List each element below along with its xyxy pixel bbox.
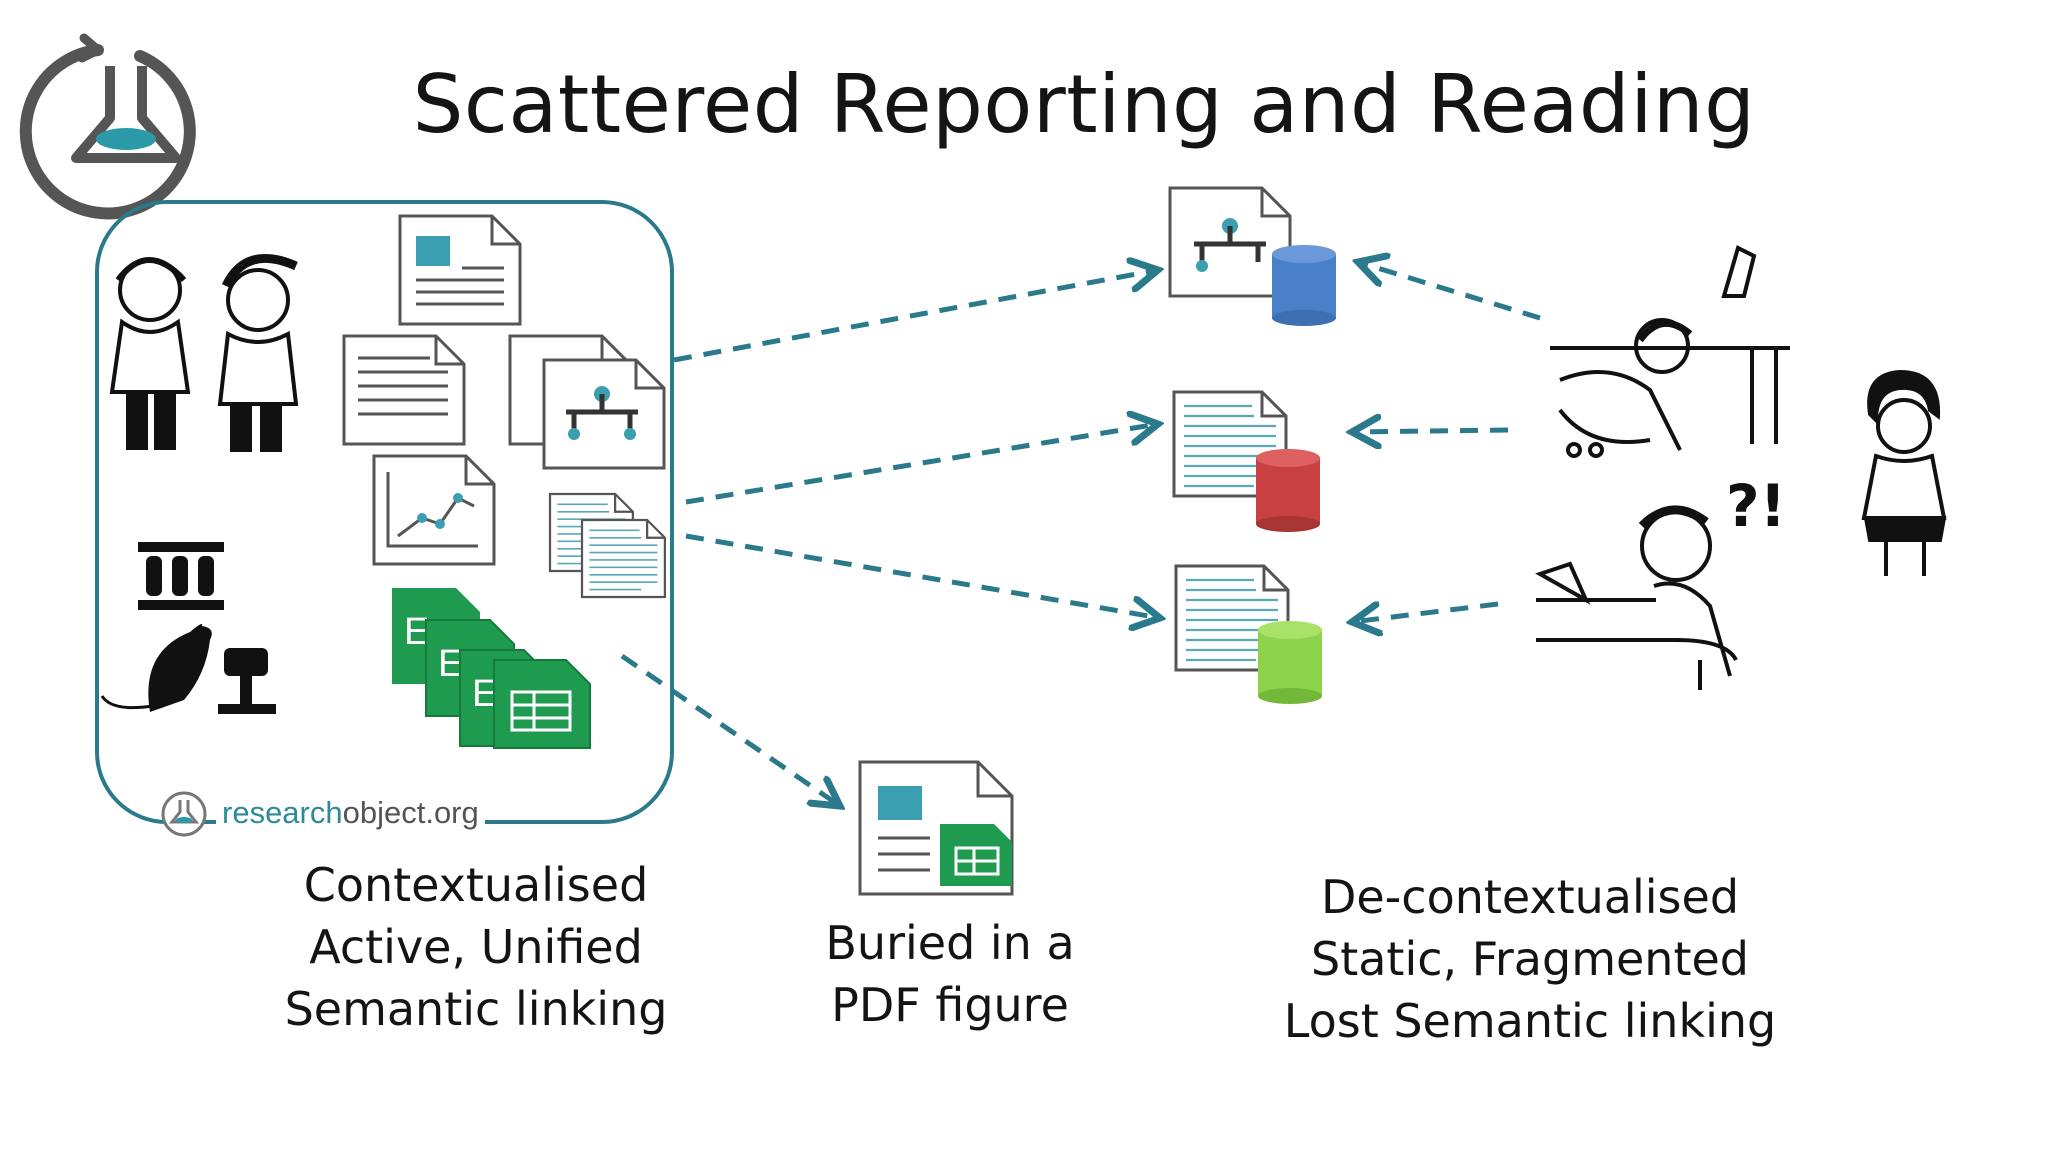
arrow-from-reader-2 bbox=[1352, 430, 1509, 432]
caption-left-line-2: Active, Unified bbox=[309, 920, 643, 974]
caption-middle-line-1: Buried in a bbox=[825, 916, 1075, 970]
test-tubes-icon bbox=[138, 542, 224, 610]
red-database-icon bbox=[1256, 449, 1320, 532]
researchobject-org-label: researchobject.org bbox=[216, 795, 485, 831]
svg-text:?!: ?! bbox=[1726, 472, 1786, 540]
researchers-icon bbox=[109, 254, 299, 452]
outgoing-arrows bbox=[620, 270, 1160, 806]
arrow-to-green-db bbox=[685, 533, 1160, 618]
caption-right-line-3: Lost Semantic linking bbox=[1283, 994, 1777, 1048]
data-doc-icon bbox=[580, 518, 666, 599]
caption-left: Contextualised Active, Unified Semantic … bbox=[276, 854, 676, 1040]
workflow-repository-icon bbox=[1168, 186, 1292, 298]
caption-right-line-1: De-contextualised bbox=[1320, 870, 1740, 924]
caption-middle-line-2: PDF figure bbox=[831, 978, 1069, 1032]
caption-middle: Buried in a PDF figure bbox=[800, 912, 1100, 1036]
caption-right: De-contextualised Static, Fragmented Los… bbox=[1280, 866, 1780, 1052]
blue-database-icon bbox=[1272, 245, 1336, 326]
mouse-icon bbox=[100, 624, 212, 712]
chart-doc-icon bbox=[372, 454, 496, 566]
slide-title: Scattered Reporting and Reading bbox=[412, 58, 1756, 151]
worried-reader-icon bbox=[1861, 369, 1947, 576]
arrow-from-reader-1 bbox=[1358, 262, 1541, 321]
workflow-doc-icon bbox=[542, 358, 666, 470]
caption-left-line-1: Contextualised bbox=[303, 858, 649, 912]
spreadsheets-icon: E E E bbox=[392, 588, 591, 749]
ro-site-part1: research bbox=[222, 795, 343, 830]
pdf-figure-icon bbox=[858, 760, 1014, 896]
incoming-arrows bbox=[1352, 262, 1541, 622]
arrow-from-reader-3 bbox=[1352, 604, 1499, 622]
text-doc-icon bbox=[342, 334, 466, 446]
article-doc-icon bbox=[398, 214, 522, 326]
ro-site-part2: object.org bbox=[342, 795, 479, 830]
green-database-icon bbox=[1258, 621, 1322, 704]
arrow-to-workflow-db bbox=[673, 270, 1158, 363]
flask-logo-icon bbox=[19, 33, 196, 220]
confused-reader-laptop-icon: ?! bbox=[1535, 472, 1786, 690]
arrow-to-pdf bbox=[620, 653, 840, 806]
frustrated-reader-desk-icon bbox=[1550, 245, 1790, 458]
caption-right-line-2: Static, Fragmented bbox=[1311, 932, 1749, 986]
caption-left-line-3: Semantic linking bbox=[284, 982, 668, 1036]
microscope-icon bbox=[218, 648, 276, 714]
researchobject-logo-icon bbox=[161, 791, 207, 837]
arrow-to-red-db bbox=[685, 424, 1158, 505]
